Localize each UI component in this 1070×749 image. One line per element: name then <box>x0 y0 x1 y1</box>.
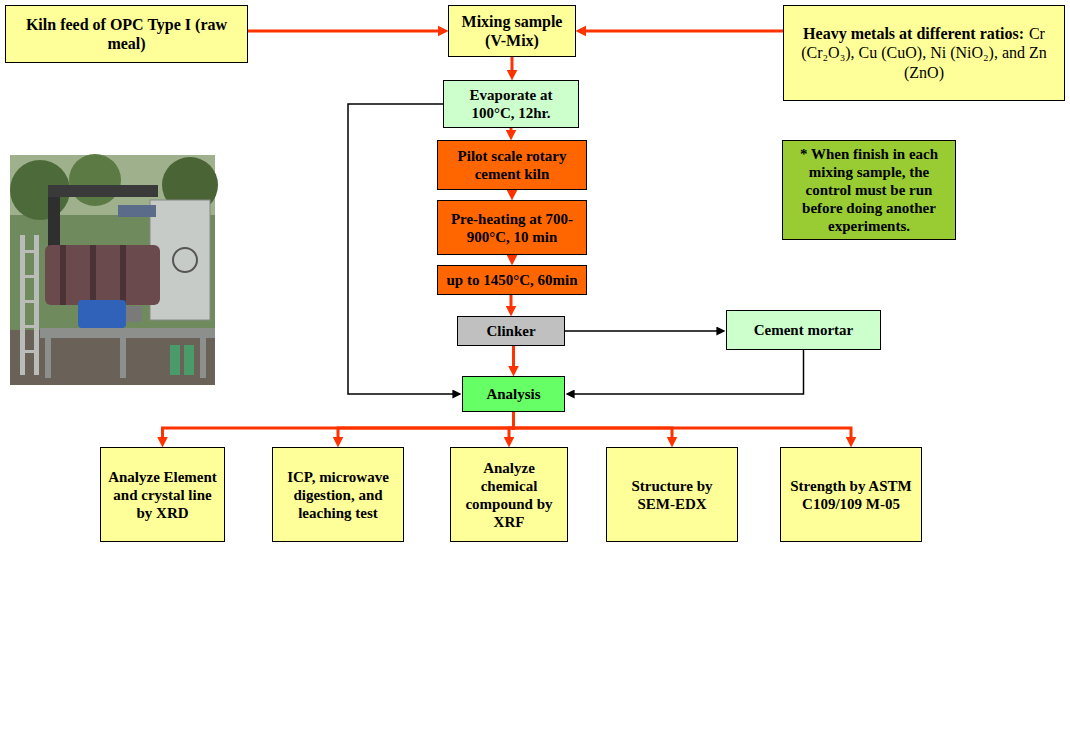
box-label: Mixing sample (V-Mix) <box>454 12 570 50</box>
text-holder: Strength by ASTM C109/109 M-05 <box>786 477 916 513</box>
flow-arrow <box>512 346 515 370</box>
method-box: Strength by ASTM C109/109 M-05 <box>780 447 922 542</box>
process-box: Mixing sample (V-Mix) <box>448 5 576 57</box>
analysis-box: Analysis <box>462 376 565 412</box>
flow-arrow <box>582 30 783 33</box>
box-label: Structure by SEM-EDX <box>612 477 732 513</box>
text-holder: Mixing sample (V-Mix) <box>454 12 570 50</box>
box-label: Heavy metals at different ratios: <box>803 25 1024 42</box>
flow-arrow <box>510 295 513 310</box>
method-box: Analyze Element and crystal line by XRD <box>100 447 225 542</box>
process-box: Evaporate at 100°C, 12hr. <box>443 80 579 128</box>
box-label: Evaporate at 100°C, 12hr. <box>449 86 573 122</box>
kiln-step-box: Pre-heating at 700-900°C, 10 min <box>437 200 587 255</box>
flow-arrow <box>511 190 514 194</box>
flow-arrow <box>510 128 513 134</box>
kiln-photo <box>10 154 218 385</box>
box-label: ICP, microwave digestion, and leaching t… <box>278 468 398 522</box>
text-holder: ICP, microwave digestion, and leaching t… <box>278 468 398 522</box>
method-box: Analyze chemical compound by XRF <box>450 447 568 542</box>
box-label: Cement mortar <box>732 321 875 339</box>
box-label: up to 1450°C, 60min <box>443 271 581 289</box>
text-holder: Pilot scale rotary cement kiln <box>443 147 581 183</box>
input-box: Heavy metals at different ratios:Cr (Cr₂… <box>783 5 1065 101</box>
box-label: Pre-heating at 700-900°C, 10 min <box>443 210 581 246</box>
text-holder: Kiln feed of OPC Type I (raw meal) <box>11 15 242 53</box>
flow-arrow <box>511 255 514 259</box>
text-holder: up to 1450°C, 60min <box>443 271 581 289</box>
flow-arrow <box>248 30 442 33</box>
text-holder: Cement mortar <box>732 321 875 339</box>
text-holder: Heavy metals at different ratios:Cr (Cr₂… <box>789 24 1059 82</box>
text-holder: Structure by SEM-EDX <box>612 477 732 513</box>
input-box: Kiln feed of OPC Type I (raw meal) <box>5 5 248 63</box>
kiln-step-box: up to 1450°C, 60min <box>437 265 587 295</box>
method-box: ICP, microwave digestion, and leaching t… <box>272 447 404 542</box>
flow-arrow <box>338 412 514 441</box>
product-box: Clinker <box>457 316 565 346</box>
text-holder: * When finish in each mixing sample, the… <box>788 145 950 235</box>
text-holder: Analysis <box>468 385 559 403</box>
flow-arrow <box>511 57 514 74</box>
box-label: Analyze Element and crystal line by XRD <box>106 468 219 522</box>
note-box: * When finish in each mixing sample, the… <box>782 140 956 240</box>
product-box: Cement mortar <box>726 310 881 350</box>
box-label: Kiln feed of OPC Type I (raw meal) <box>11 15 242 53</box>
text-holder: Evaporate at 100°C, 12hr. <box>449 86 573 122</box>
text-holder: Analyze Element and crystal line by XRD <box>106 468 219 522</box>
flow-arrow <box>514 412 852 441</box>
flow-arrow <box>571 350 804 394</box>
flow-arrow <box>163 412 514 441</box>
flow-arrow <box>565 330 720 332</box>
text-holder: Clinker <box>463 322 559 340</box>
text-holder: Analyze chemical compound by XRF <box>456 459 562 531</box>
box-label: Strength by ASTM C109/109 M-05 <box>786 477 916 513</box>
text-holder: Pre-heating at 700-900°C, 10 min <box>443 210 581 246</box>
method-box: Structure by SEM-EDX <box>606 447 738 542</box>
box-label: Pilot scale rotary cement kiln <box>443 147 581 183</box>
box-label: Analysis <box>468 385 559 403</box>
box-label: * When finish in each mixing sample, the… <box>788 145 950 235</box>
box-label: Clinker <box>463 322 559 340</box>
box-label: Analyze chemical compound by XRF <box>456 459 562 531</box>
kiln-step-box: Pilot scale rotary cement kiln <box>437 140 587 190</box>
